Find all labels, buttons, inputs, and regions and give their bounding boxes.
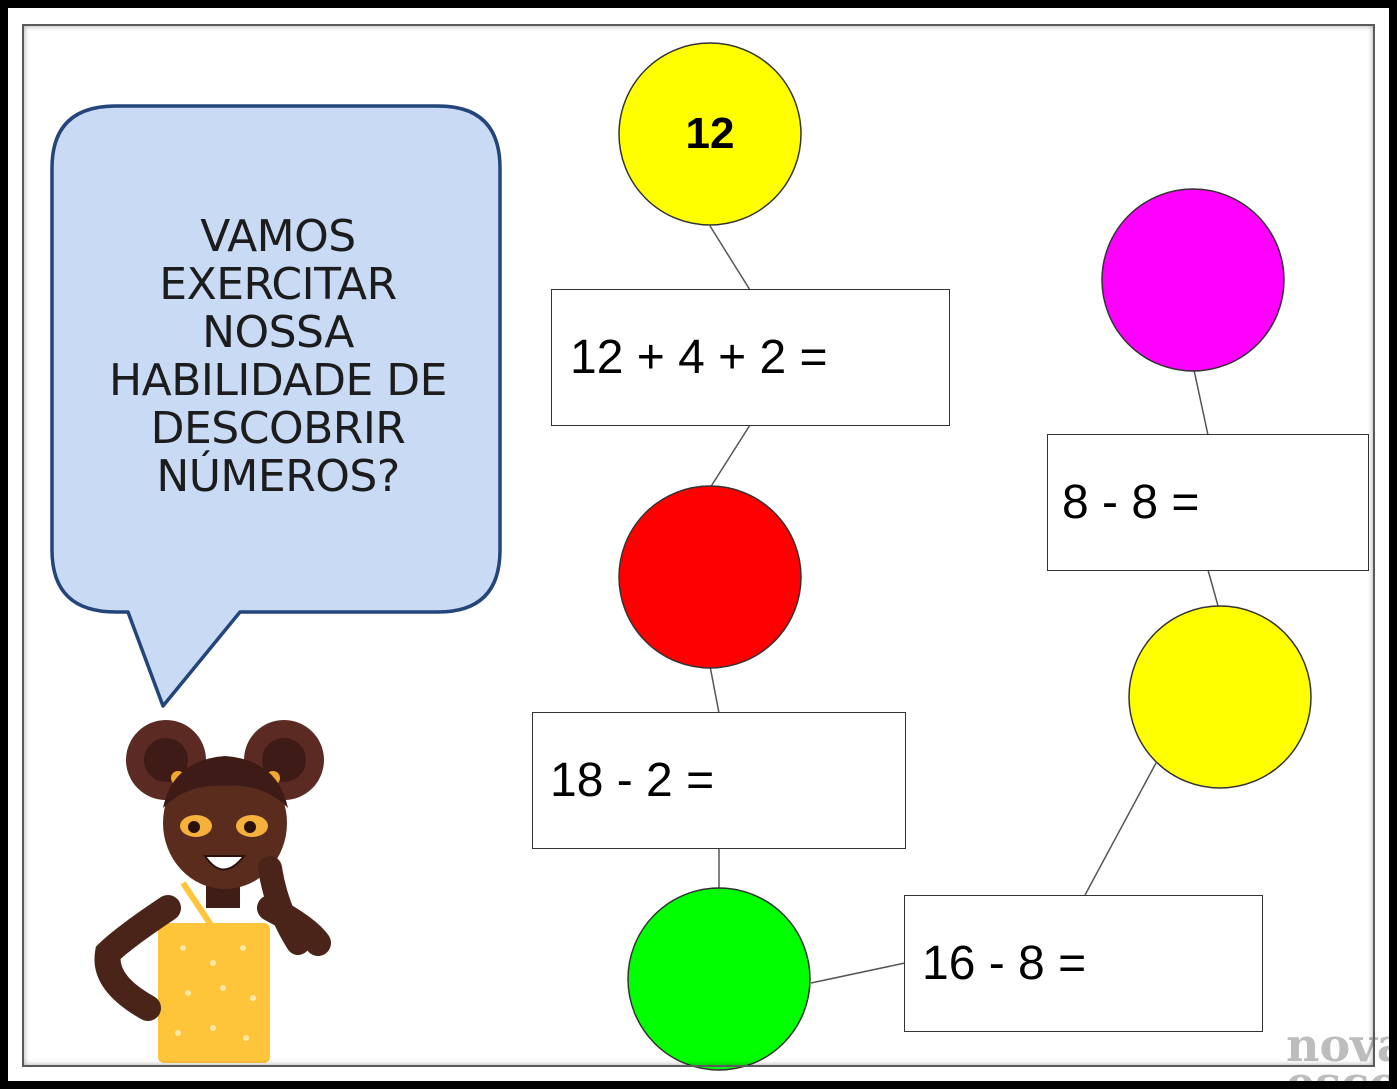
activity-canvas: 12 xyxy=(50,42,1312,1071)
expression-box-1: 12 + 4 + 2 = xyxy=(551,289,950,426)
connector-line xyxy=(1084,762,1157,896)
speech-bubble-text: VAMOS EXERCITAR NOSSA HABILIDADE DE DESC… xyxy=(78,213,478,501)
expression-box-4: 8 - 8 = xyxy=(1047,434,1369,571)
bubble-line: NOSSA xyxy=(202,307,354,358)
start-number-label: 12 xyxy=(686,109,735,158)
expression-box-2: 18 - 2 = xyxy=(532,712,906,849)
expression-text: 16 - 8 = xyxy=(922,937,1087,990)
bubble-line: VAMOS xyxy=(200,211,356,262)
girl-character-illustration xyxy=(94,720,331,1063)
bubble-line: EXERCITAR xyxy=(159,259,397,310)
watermark-line: nova xyxy=(1286,1018,1397,1072)
speech-bubble xyxy=(50,104,502,708)
watermark-logo: nova esco xyxy=(1286,1018,1397,1089)
connector-line xyxy=(709,424,751,489)
connector-line xyxy=(709,225,751,291)
connector-line xyxy=(810,962,906,984)
yellow-answer-circle xyxy=(1128,605,1312,789)
bubble-line: HABILIDADE DE xyxy=(109,355,447,406)
expression-text: 18 - 2 = xyxy=(550,754,715,807)
expression-text: 12 + 4 + 2 = xyxy=(570,331,828,384)
bubble-line: DESCOBRIR xyxy=(150,403,406,454)
expression-box-3: 16 - 8 = xyxy=(904,895,1263,1032)
bubble-line: NÚMEROS? xyxy=(156,451,400,502)
red-answer-circle xyxy=(618,485,802,669)
connector-line xyxy=(709,665,720,714)
start-number-circle xyxy=(618,42,802,226)
connector-line xyxy=(1193,369,1209,436)
expression-text: 8 - 8 = xyxy=(1062,476,1200,529)
green-answer-circle xyxy=(627,887,811,1071)
watermark-line: esco xyxy=(1286,1056,1397,1089)
magenta-answer-circle xyxy=(1101,188,1285,372)
